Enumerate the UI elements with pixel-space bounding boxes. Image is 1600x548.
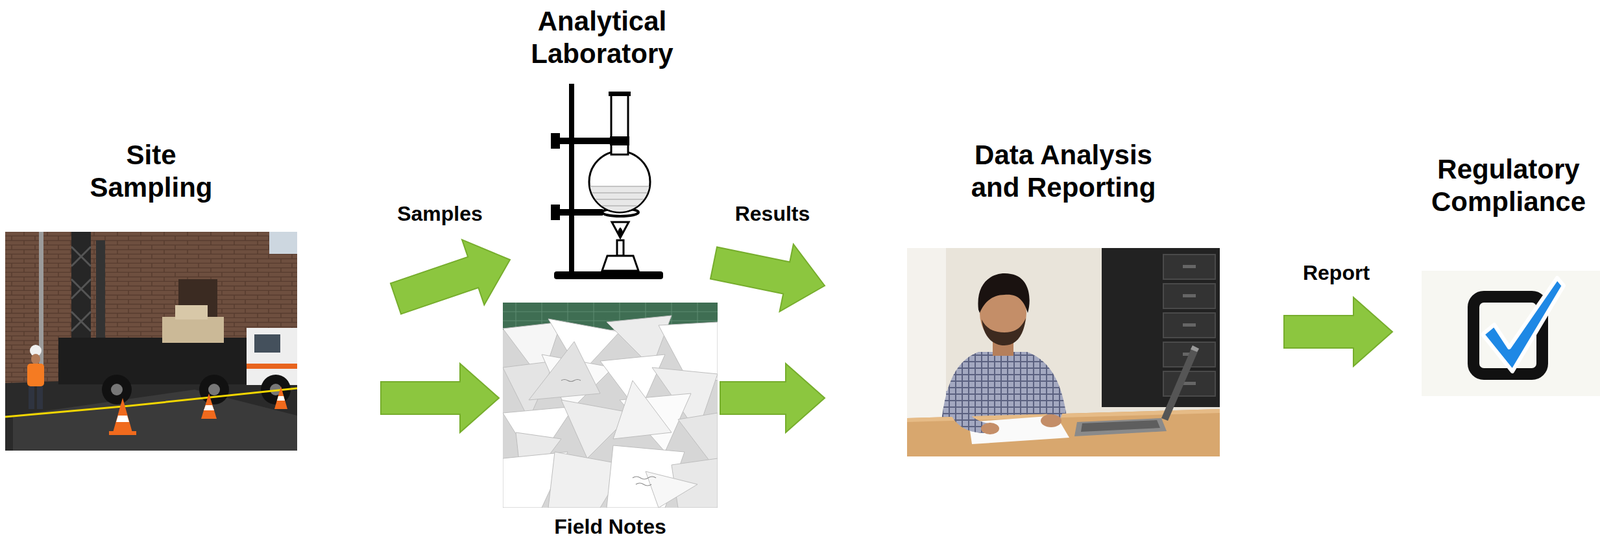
analyst-photo-part — [1040, 413, 1062, 427]
drill-rig-photo-part — [12, 389, 298, 451]
drill-rig-photo — [5, 231, 298, 451]
lab-glassware-part — [550, 204, 560, 220]
lab-glassware-part — [609, 136, 630, 146]
drill-rig-photo-part — [110, 383, 123, 396]
process-step: Analytical Laboratory — [522, 5, 682, 281]
analyst-photo-part — [1163, 254, 1216, 279]
analyst-photo-part — [1182, 381, 1196, 385]
flow-arrow — [390, 239, 510, 314]
drill-rig-photo-part — [254, 334, 281, 353]
drill-rig-photo-part — [116, 415, 130, 422]
drill-rig-photo-part — [274, 386, 288, 409]
step-heading: Site Sampling — [76, 138, 226, 205]
analyst-photo — [907, 247, 1220, 457]
drill-rig-photo-part — [71, 246, 91, 331]
analyst-photo-part — [1074, 417, 1167, 437]
drill-rig-photo-part — [175, 304, 208, 320]
flow-arrow — [380, 363, 499, 433]
analyst-photo-part — [1182, 293, 1196, 298]
drill-rig-photo-part — [112, 397, 133, 433]
drill-rig-photo-part — [5, 231, 298, 451]
drill-rig-photo-part — [27, 363, 45, 387]
flow-arrow — [710, 243, 825, 312]
field-notes-photo-part — [632, 476, 656, 486]
analyst-photo-part — [1163, 371, 1216, 396]
analyst-photo-part — [1163, 312, 1216, 338]
process-step: Regulatory Compliance — [1420, 153, 1597, 396]
drill-rig-photo-part — [203, 404, 215, 411]
analyst-photo-part — [977, 273, 1030, 313]
analyst-photo-part — [907, 247, 1220, 457]
field-notes-photo-part — [502, 302, 718, 508]
drill-rig-photo-part — [5, 387, 298, 417]
drill-rig-photo-part — [162, 316, 224, 343]
arrow-label: Report — [1300, 260, 1373, 285]
lab-glassware-part — [617, 227, 623, 237]
lab-glassware — [550, 83, 664, 279]
flow-arrow — [1284, 297, 1393, 366]
lab-glassware-part — [608, 91, 631, 97]
analyst-photo-part — [907, 247, 1220, 457]
field-notes-photo-part — [561, 379, 581, 382]
drill-rig-photo-part — [269, 231, 298, 254]
analyst-photo-part — [1190, 345, 1200, 352]
analyst-photo-part — [1080, 419, 1161, 432]
drill-rig-photo-part — [28, 386, 35, 409]
process-step: Field Notes — [502, 302, 718, 543]
process-step: Data Analysis and Reporting — [907, 138, 1220, 457]
field-notes-photo-part — [502, 302, 718, 508]
analyst-photo-part — [1161, 345, 1200, 421]
analyst-photo-part — [981, 317, 1026, 346]
step-heading: Data Analysis and Reporting — [956, 138, 1171, 205]
lab-glassware-part — [550, 137, 615, 145]
lab-glassware-part — [587, 186, 653, 219]
drill-rig-photo-part — [101, 374, 132, 405]
drill-rig-photo-part — [277, 395, 285, 401]
analyst-photo-part — [1182, 264, 1196, 268]
arrow-label: Results — [732, 201, 813, 226]
analyst-photo-part — [1163, 283, 1216, 309]
field-notes-photo-part — [528, 341, 601, 400]
drill-rig-photo-part — [208, 383, 220, 396]
lab-glassware-part — [611, 94, 629, 155]
flow-arrow — [720, 363, 825, 433]
arrow-label: Samples — [394, 201, 486, 226]
drill-rig-photo-part — [246, 363, 298, 369]
checkbox-icon-part — [1421, 270, 1600, 396]
lab-glassware-part — [569, 83, 575, 274]
step-caption: Field Notes — [554, 513, 666, 539]
step-heading: Regulatory Compliance — [1423, 153, 1594, 219]
checkbox-icon — [1421, 270, 1600, 396]
analyst-photo-part — [1030, 364, 1064, 420]
checkbox-icon-part — [1482, 277, 1564, 372]
drill-rig-photo-part — [58, 337, 254, 385]
analyst-photo-part — [1182, 323, 1196, 327]
analyst-photo-part — [1101, 247, 1220, 407]
drill-rig-photo-part — [201, 393, 217, 419]
drill-rig-photo-part — [31, 353, 41, 364]
field-notes-photo-part — [613, 380, 672, 439]
drill-rig-photo-part — [109, 430, 137, 435]
lab-glassware-part — [550, 133, 560, 149]
step-heading: Analytical Laboratory — [524, 5, 680, 71]
process-step: Site Sampling — [5, 138, 298, 451]
drill-rig-photo-part — [36, 386, 43, 409]
field-notes-photo — [502, 302, 718, 508]
lab-glassware-part — [617, 240, 624, 256]
lab-glassware-part — [587, 186, 653, 206]
lab-glassware-part — [611, 221, 629, 238]
lab-glassware-part — [587, 186, 653, 219]
drill-rig-photo-part — [199, 374, 230, 405]
analyst-photo-part — [981, 422, 1000, 435]
lab-glassware-part — [602, 255, 639, 271]
